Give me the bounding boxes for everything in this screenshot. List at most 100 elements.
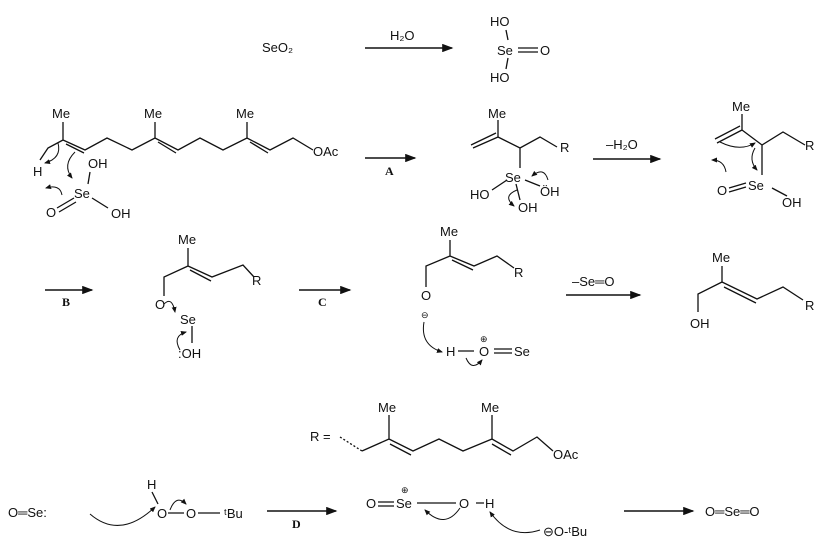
bonds bbox=[39, 122, 314, 161]
atom-label: O bbox=[421, 288, 431, 303]
atom-label: O bbox=[717, 183, 727, 198]
step-label-a: A bbox=[385, 164, 394, 178]
atom-label: HO bbox=[490, 70, 510, 85]
bonds bbox=[714, 114, 806, 197]
bonds bbox=[361, 415, 554, 456]
curved-arrow bbox=[176, 330, 187, 351]
atom-label: O bbox=[46, 205, 56, 220]
atom-label: Me bbox=[144, 106, 162, 121]
atom-label: Se bbox=[396, 496, 412, 511]
seo2-hydration: SeO₂ H₂O HO Se O HO bbox=[262, 14, 550, 85]
curved-arrow bbox=[531, 170, 549, 181]
atom-label: Me bbox=[481, 400, 499, 415]
atom-label: OH bbox=[518, 200, 538, 215]
atom-label: Me bbox=[712, 250, 730, 265]
dashed-bond bbox=[339, 436, 363, 452]
atom-label: R bbox=[252, 273, 261, 288]
curved-arrow bbox=[66, 151, 76, 179]
farnesyl-acetate: Me Me Me OAc H OH Se O OH bbox=[33, 106, 339, 221]
atom-label: OAc bbox=[313, 144, 339, 159]
seo2-label: SeO₂ bbox=[262, 40, 293, 55]
atom-label: Se bbox=[505, 170, 521, 185]
charge-plus: ⊕ bbox=[401, 485, 409, 495]
atom-label: Se bbox=[497, 43, 513, 58]
atom-label: O bbox=[157, 506, 167, 521]
curved-arrow bbox=[465, 357, 483, 366]
atom-label: Se bbox=[514, 344, 530, 359]
reoxidation-step: O═Se: H O O ᵗBu D O Se ⊕ O H ⊖O-ᵗBu O═Se… bbox=[8, 477, 760, 539]
atom-label: R bbox=[805, 298, 814, 313]
curved-arrow bbox=[45, 184, 63, 196]
atom-label: O bbox=[366, 496, 376, 511]
bonds bbox=[425, 240, 515, 354]
atom-label: R bbox=[514, 265, 523, 280]
atom-label: H bbox=[147, 477, 156, 492]
atom-label: Me bbox=[732, 99, 750, 114]
selenium-dioxide-label: O═Se═O bbox=[705, 504, 760, 519]
atom-label: H bbox=[33, 164, 42, 179]
water-label: H₂O bbox=[390, 28, 415, 43]
step-label-b: B bbox=[62, 295, 70, 309]
curved-arrow bbox=[424, 507, 461, 520]
atom-label: O bbox=[459, 496, 469, 511]
atom-label: OAc bbox=[553, 447, 579, 462]
bonds bbox=[470, 120, 558, 201]
atom-label: H bbox=[485, 496, 494, 511]
step-label-d: D bbox=[292, 517, 301, 531]
tert-butoxide-label: ⊖O-ᵗBu bbox=[543, 524, 587, 539]
r-equals-label: R = bbox=[310, 429, 331, 444]
curved-arrow bbox=[89, 506, 156, 526]
allyl-seleninate-ester: Me R O Se :OH bbox=[155, 232, 261, 361]
selenium-monoxide-label: O═Se: bbox=[8, 505, 47, 520]
atom-label: Se bbox=[180, 312, 196, 327]
charge-minus: ⊖ bbox=[421, 310, 429, 320]
allylseleninic-intermediate: Me R O Se OH bbox=[711, 99, 814, 210]
curved-arrow bbox=[508, 189, 518, 207]
atom-label: HO bbox=[490, 14, 510, 29]
atom-label: Me bbox=[52, 106, 70, 121]
atom-label: Me bbox=[236, 106, 254, 121]
selenium-ene-adduct: Me R Se HO ÖH OH bbox=[470, 106, 569, 215]
atom-label: ÖH bbox=[540, 184, 560, 199]
atom-label: OH bbox=[88, 156, 108, 171]
dehydration-label: –H₂O bbox=[606, 137, 638, 152]
atom-label: Me bbox=[440, 224, 458, 239]
tbu-label: ᵗBu bbox=[224, 506, 243, 521]
atom-label: Me bbox=[178, 232, 196, 247]
atom-label: H bbox=[446, 344, 455, 359]
curved-arrow bbox=[163, 300, 177, 313]
curved-arrow bbox=[44, 142, 60, 164]
charge-plus: ⊕ bbox=[480, 334, 488, 344]
curved-arrow bbox=[751, 147, 758, 171]
atom-label: O bbox=[540, 43, 550, 58]
bonds bbox=[505, 29, 538, 70]
r-group-definition: R = Me Me OAc bbox=[310, 400, 579, 462]
atom-label: R bbox=[560, 140, 569, 155]
bonds bbox=[378, 501, 484, 507]
atom-label: R bbox=[805, 138, 814, 153]
bonds bbox=[151, 491, 220, 514]
atom-label: :OH bbox=[178, 346, 201, 361]
curved-arrow bbox=[489, 511, 541, 534]
curved-arrow bbox=[711, 157, 727, 173]
curved-arrow bbox=[422, 321, 443, 353]
atom-label: OH bbox=[782, 195, 802, 210]
atom-label: O bbox=[155, 297, 165, 312]
atom-label: Me bbox=[488, 106, 506, 121]
atom-label: O bbox=[186, 506, 196, 521]
atom-label: Se bbox=[748, 178, 764, 193]
atom-label: OH bbox=[690, 316, 710, 331]
atom-label: OH bbox=[111, 206, 131, 221]
alkoxide-intermediate: Me R O ⊖ H O ⊕ Se bbox=[421, 224, 530, 366]
bonds bbox=[697, 266, 804, 312]
atom-label: Me bbox=[378, 400, 396, 415]
bonds bbox=[163, 248, 255, 343]
allylic-alcohol-product: Me R OH bbox=[690, 250, 814, 331]
step-label-c: C bbox=[318, 295, 327, 309]
atom-label: Se bbox=[74, 186, 90, 201]
atom-label: HO bbox=[470, 187, 490, 202]
atom-label: O bbox=[479, 344, 489, 359]
curved-arrow bbox=[169, 498, 187, 511]
